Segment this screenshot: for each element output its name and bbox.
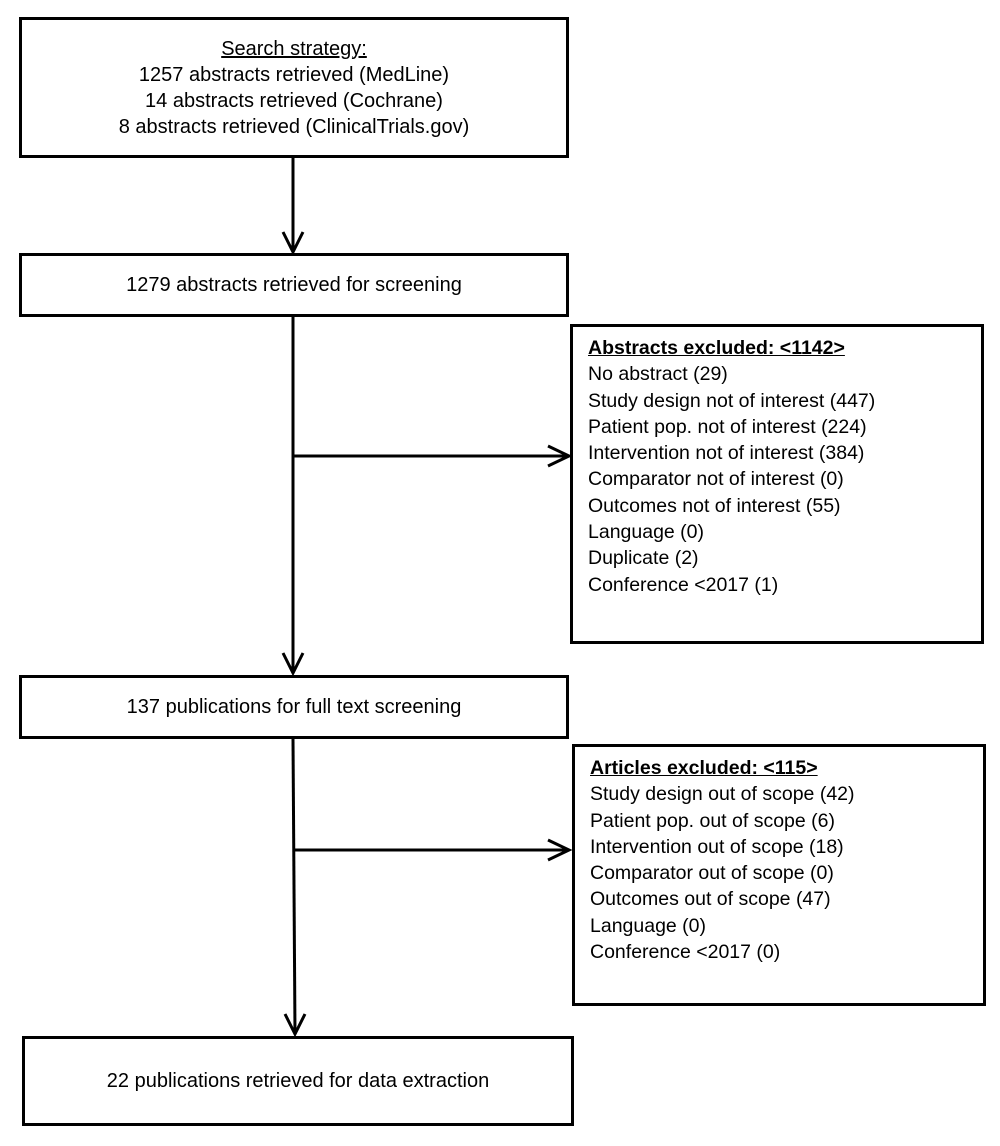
arrowhead-screening-to-fulltext (281, 652, 305, 677)
search-line-cochrane: 14 abstracts retrieved (Cochrane) (145, 89, 443, 112)
arrowhead-fulltext-to-final (283, 1013, 307, 1038)
abstracts-excluded-item: Intervention not of interest (384) (588, 442, 865, 465)
arrowhead-to-abstracts-excluded (547, 444, 573, 468)
articles-excluded-item: Comparator out of scope (0) (590, 862, 834, 885)
arrowhead-search-to-screening (281, 231, 305, 256)
articles-excluded-item: Conference <2017 (0) (590, 941, 781, 964)
articles-excluded-item: Patient pop. out of scope (6) (590, 809, 835, 832)
search-strategy-box: Search strategy: 1257 abstracts retrieve… (19, 17, 569, 158)
fulltext-screening-box: 137 publications for full text screening (19, 675, 569, 739)
articles-excluded-box: Articles excluded: <115> Study design ou… (572, 744, 986, 1006)
abstracts-excluded-item: Study design not of interest (447) (588, 389, 876, 412)
articles-excluded-title: Articles excluded: <115> (590, 757, 818, 779)
abstracts-excluded-title: Abstracts excluded: <1142> (588, 337, 845, 359)
abstracts-excluded-item: Patient pop. not of interest (224) (588, 415, 867, 438)
abstracts-excluded-item: Duplicate (2) (588, 547, 699, 570)
arrowhead-to-articles-excluded (547, 838, 573, 862)
articles-excluded-item: Outcomes out of scope (47) (590, 888, 831, 911)
articles-excluded-item: Language (0) (590, 914, 707, 937)
screening-text: 1279 abstracts retrieved for screening (126, 274, 462, 296)
articles-excluded-item: Intervention out of scope (18) (590, 835, 844, 858)
search-line-clinicaltrials: 8 abstracts retrieved (ClinicalTrials.go… (118, 115, 470, 138)
search-line-medline: 1257 abstracts retrieved (MedLine) (138, 63, 450, 86)
abstracts-excluded-item: No abstract (29) (588, 363, 728, 386)
articles-excluded-item: Study design out of scope (42) (590, 783, 855, 806)
abstracts-excluded-item: Language (0) (588, 521, 705, 544)
data-extraction-text: 22 publications retrieved for data extra… (106, 1070, 490, 1092)
fulltext-text: 137 publications for full text screening (126, 696, 462, 718)
abstracts-excluded-box: Abstracts excluded: <1142> No abstract (… (570, 324, 984, 644)
arrow-fulltext-to-final (291, 738, 297, 1035)
search-strategy-title: Search strategy: (221, 37, 367, 60)
abstracts-excluded-item: Conference <2017 (1) (588, 573, 779, 596)
data-extraction-box: 22 publications retrieved for data extra… (22, 1036, 574, 1126)
screening-box: 1279 abstracts retrieved for screening (19, 253, 569, 317)
abstracts-excluded-item: Outcomes not of interest (55) (588, 494, 841, 517)
abstracts-excluded-item: Comparator not of interest (0) (588, 468, 844, 491)
